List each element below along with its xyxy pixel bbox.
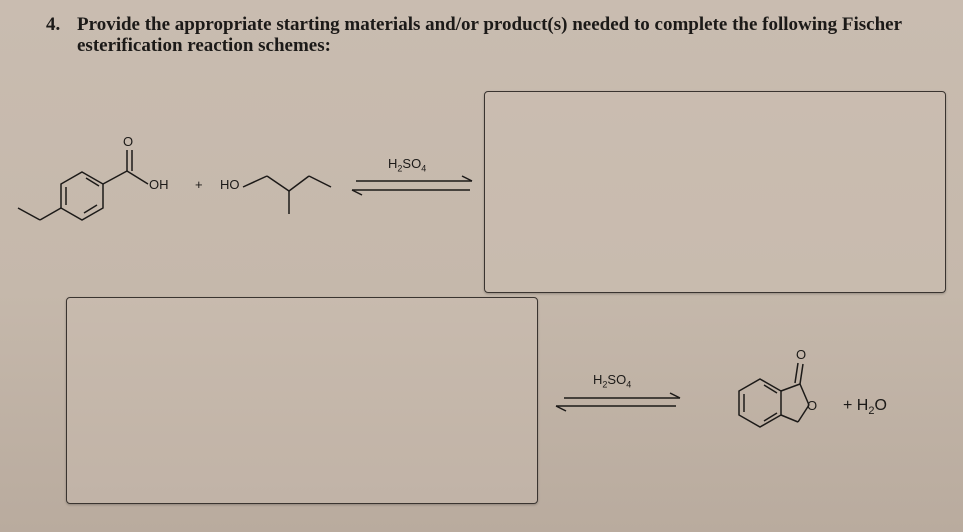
benzene-ring bbox=[60, 171, 104, 221]
water-byproduct-label: + H2O bbox=[843, 397, 887, 418]
equilibrium-arrow-2 bbox=[555, 392, 681, 412]
question-text: Provide the appropriate starting materia… bbox=[77, 14, 902, 56]
equilibrium-arrow-1 bbox=[351, 175, 473, 196]
plus-sign: + bbox=[195, 177, 203, 192]
answer-box-product[interactable] bbox=[484, 91, 946, 293]
carbonyl-bond bbox=[799, 363, 804, 385]
ethylbenzoic-acid-structure bbox=[17, 150, 149, 221]
question-number: 4. bbox=[46, 14, 61, 35]
hydroxyl-label: OH bbox=[149, 177, 169, 192]
alcohol-structure bbox=[242, 175, 332, 214]
ethyl-bond bbox=[39, 207, 62, 221]
carbonyl-oxygen-label: O bbox=[796, 347, 807, 362]
phthalide-structure bbox=[738, 362, 810, 428]
carbonyl-oxygen-label: O bbox=[123, 134, 134, 149]
catalyst-label-1: H2SO4 bbox=[388, 156, 427, 174]
answer-box-starting-material[interactable] bbox=[66, 297, 538, 504]
ring-oxygen-label: O bbox=[807, 398, 818, 413]
catalyst-label-2: H2SO4 bbox=[593, 372, 632, 390]
alcohol-ho-label: HO bbox=[220, 177, 240, 192]
benzene-ring bbox=[738, 378, 782, 428]
